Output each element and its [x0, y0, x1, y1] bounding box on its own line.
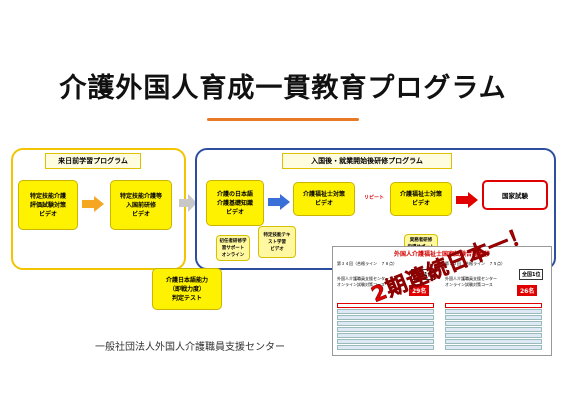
- title-underline: [207, 118, 359, 121]
- box-line: スト学習: [268, 239, 286, 245]
- national-exam-box: 国家試験: [482, 180, 548, 210]
- ranking-row: [445, 345, 542, 350]
- skill-exam-video-box: 特定技能介護 評価試験対策 ビデオ: [18, 180, 78, 230]
- column-header: 第３３回（合格ライン ７５点）: [445, 261, 505, 266]
- box-line: 判定テスト: [171, 294, 202, 302]
- ranking-row: [445, 309, 542, 314]
- repeat-label: リピート: [364, 195, 385, 201]
- box-line: 入国前研修: [125, 201, 156, 209]
- course-line: 外国人介護職員支援センター: [445, 276, 497, 281]
- pre-arrival-label: 来日前学習プログラム: [45, 153, 141, 169]
- box-line: ビデオ: [270, 246, 284, 252]
- arrow-right-icon: [456, 192, 478, 208]
- box-line: 介護基礎知識: [216, 199, 253, 207]
- rank-badge: 全国1位: [519, 269, 544, 280]
- box-line: 習サポート: [221, 245, 245, 251]
- ranking-row: [337, 303, 434, 308]
- box-line: 介護福祉士対策: [302, 191, 345, 198]
- page-title: 介護外国人育成一貫教育プログラム: [59, 73, 507, 104]
- pass-count: 26名: [517, 285, 538, 296]
- ranking-row: [337, 345, 434, 350]
- ranking-row: [445, 315, 542, 320]
- care-worker-exam-box-2: 介護福祉士対策 ビデオ: [390, 182, 452, 216]
- box-line: 特定技能介護: [29, 192, 66, 200]
- ranking-row: [445, 321, 542, 326]
- course-line: 外国人介護職員支援センター: [337, 276, 389, 281]
- ranking-row: [445, 327, 542, 332]
- course-line: オンライン試験対策コース: [445, 282, 493, 287]
- ranking-list: [445, 303, 542, 351]
- ranking-row: [445, 303, 542, 308]
- box-line: オンライン: [221, 252, 245, 258]
- rank-badge: 全国1位: [411, 269, 436, 280]
- ranking-row: [337, 339, 434, 344]
- ranking-row: [337, 309, 434, 314]
- beginner-training-support-box: 初任者研修学 習サポート オンライン: [216, 235, 250, 261]
- course-line: オンライン試験対策コース: [337, 282, 385, 287]
- text-study-box: 特定技能テキ スト学習 ビデオ: [258, 226, 296, 258]
- box-line: ビデオ: [314, 200, 333, 207]
- results-column-34: 第３４回（合格ライン ７８点） 全国1位 外国人介護職員支援センター オンライン…: [337, 261, 442, 350]
- box-line: ビデオ: [225, 208, 244, 216]
- box-line: 初任者研修学: [219, 238, 247, 244]
- box-line: 介護日本語能力: [165, 276, 208, 284]
- pass-count: 29名: [409, 285, 430, 296]
- box-line: 介護福祉士対策: [399, 191, 442, 198]
- column-header: 第３４回（合格ライン ７８点）: [337, 261, 397, 266]
- assessment-test-box: 介護日本語能力 （即戦力度） 判定テスト: [152, 268, 222, 310]
- box-line: ビデオ: [131, 210, 150, 218]
- care-japanese-box: 介護の日本語 介護基礎知識 ビデオ: [206, 180, 264, 226]
- pre-arrival-frame: [11, 148, 186, 270]
- ranking-row: [337, 327, 434, 332]
- arrow-right-icon: [82, 196, 104, 212]
- organization-name: 一般社団法人外国人介護職員支援センター: [95, 342, 285, 353]
- care-worker-exam-box-1: 介護福祉士対策 ビデオ: [293, 182, 355, 216]
- ranking-row: [445, 339, 542, 344]
- ranking-row: [337, 321, 434, 326]
- box-line: 実務者研修: [409, 237, 433, 243]
- ranking-row: [337, 333, 434, 338]
- box-line: 評価試験対策: [29, 201, 66, 209]
- exam-results-certificate: 外国人介護福祉士国家試験合格推移 第３４回（合格ライン ７８点） 全国1位 外国…: [332, 246, 552, 356]
- box-line: （即戦力度）: [168, 285, 205, 293]
- arrow-right-icon: [179, 194, 197, 212]
- box-line: ビデオ: [411, 200, 430, 207]
- box-line: 介護の日本語: [216, 190, 253, 198]
- arrow-right-icon: [268, 194, 290, 210]
- box-line: 特定技能介護等: [119, 192, 162, 200]
- pre-entry-training-box: 特定技能介護等 入国前研修 ビデオ: [110, 180, 172, 230]
- ranking-row: [445, 333, 542, 338]
- ranking-list: [337, 303, 434, 351]
- box-line: ビデオ: [38, 210, 57, 218]
- certificate-title: 外国人介護福祉士国家試験合格推移: [393, 251, 490, 258]
- box-line: 特定技能テキ: [263, 232, 291, 238]
- ranking-row: [337, 315, 434, 320]
- post-entry-label: 入国後・就業開始後研修プログラム: [282, 153, 452, 169]
- results-column-33: 第３３回（合格ライン ７５点） 全国1位 外国人介護職員支援センター オンライン…: [445, 261, 550, 350]
